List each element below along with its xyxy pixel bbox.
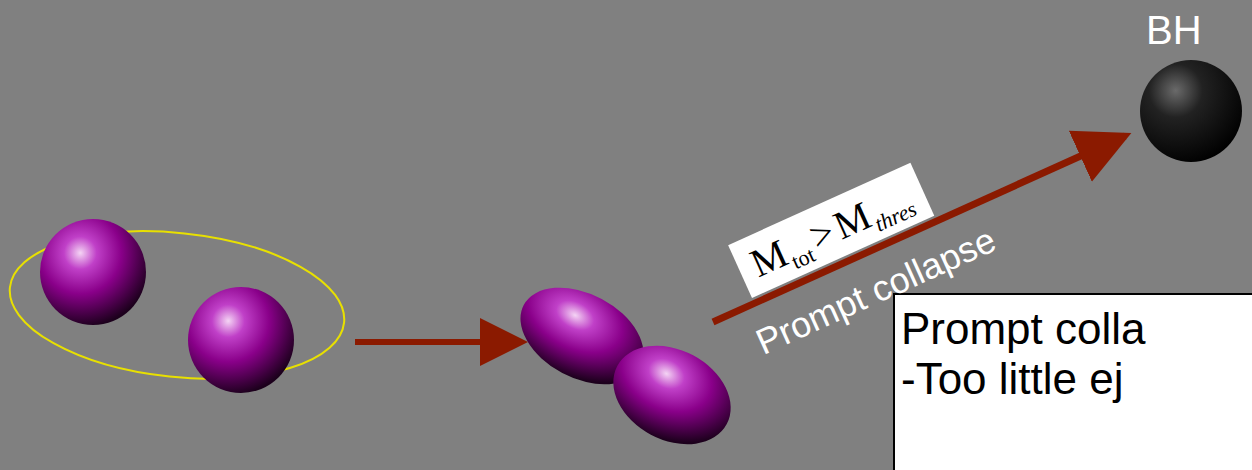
orbit [2, 216, 351, 394]
sphere [1140, 60, 1242, 162]
neutron-star [40, 219, 146, 325]
arrow [355, 339, 522, 345]
symbol: M [741, 225, 797, 293]
merging-star [596, 326, 748, 464]
black-hole: BH [1138, 8, 1248, 168]
node-text: -Too little ej [901, 355, 1252, 403]
node-heading: Prompt colla [901, 305, 1252, 353]
black-hole-sphere [1138, 58, 1244, 164]
note-box: Prompt colla-Too little ej [893, 293, 1252, 470]
neutron-star [188, 287, 294, 393]
node-heading: BH [1146, 8, 1248, 52]
